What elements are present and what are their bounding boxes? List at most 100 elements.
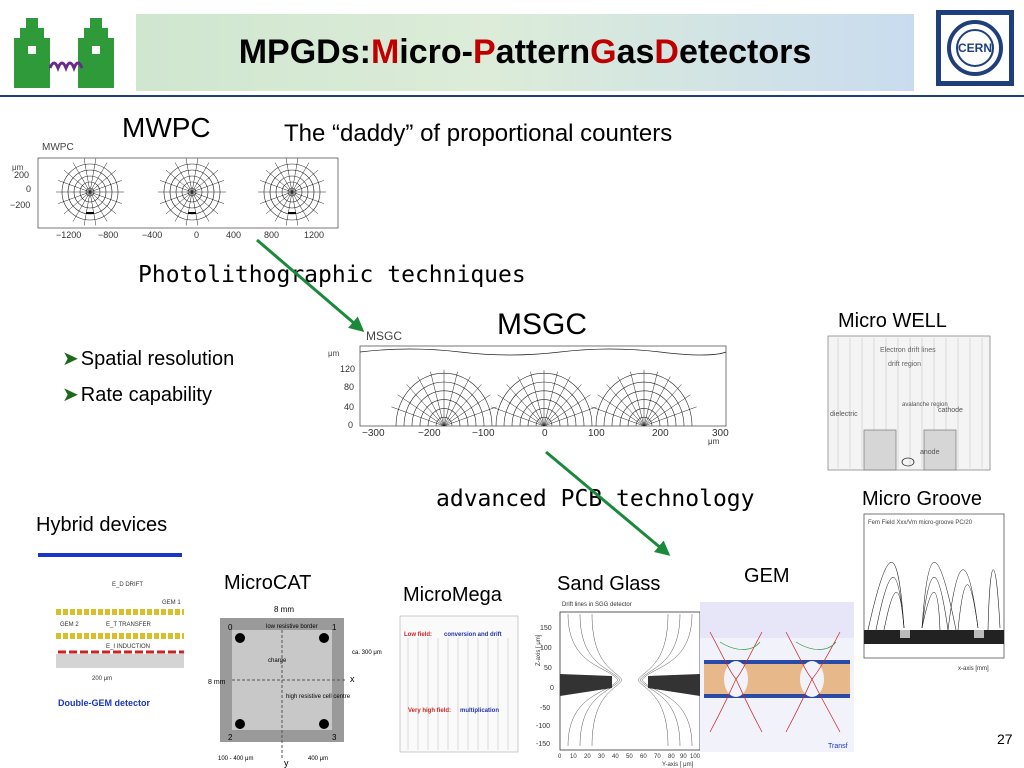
mwpc-field-line xyxy=(83,191,91,226)
hybrid-caption: Double-GEM detector xyxy=(58,698,151,708)
mwpc-xtick: 800 xyxy=(264,230,279,240)
mwpc-field-line xyxy=(57,191,91,204)
msgc-field-line xyxy=(359,348,727,356)
mwpc-field-line xyxy=(89,191,97,226)
mwpc-field-line xyxy=(89,169,117,193)
msgc-field-line xyxy=(543,371,558,427)
mwpc-wire xyxy=(288,212,296,214)
msgc-field-line xyxy=(517,376,545,427)
sandglass-xtick: 80 xyxy=(668,754,675,760)
gem-field-figure: Transf xyxy=(700,602,854,752)
hybrid-double-gem-figure: E_D DRIFT GEM 1 E_T TRANSFER GEM 2 E_I I… xyxy=(38,553,184,708)
mwpc-ytick: 200 xyxy=(14,170,29,180)
sandglass-ytick: 100 xyxy=(540,645,552,652)
mwpc-field-line xyxy=(159,191,193,204)
microcat-text: charge xyxy=(268,658,287,664)
hybrid-text: E_D DRIFT xyxy=(112,582,143,588)
mwpc-xtick: −800 xyxy=(98,230,118,240)
micro-well-text: cathode xyxy=(938,407,963,414)
mwpc-field-line xyxy=(89,191,108,222)
mwpc-field-line xyxy=(185,158,193,193)
header-rule xyxy=(0,95,1024,97)
sandglass-xtick: 0 xyxy=(558,754,562,760)
micro-well-text: anode xyxy=(920,449,940,456)
msgc-ytick: 0 xyxy=(348,420,353,430)
mwpc-field-figure: MWPC μm 200 0 −200 −1200 −800 −400 0 400… xyxy=(10,142,339,240)
mwpc-field-line xyxy=(89,158,97,193)
mwpc-field-line xyxy=(89,180,123,193)
microcat-text: 1 xyxy=(332,623,337,632)
msgc-field-line xyxy=(506,384,545,427)
msgc-field-line xyxy=(543,394,591,427)
msgc-xtick: −200 xyxy=(418,428,441,439)
mwpc-ytick: 0 xyxy=(26,184,31,194)
cern-logo-icon: CERN xyxy=(936,10,1014,86)
mwpc-field-line xyxy=(291,191,299,226)
msgc-field-line xyxy=(597,394,645,427)
sandglass-ytick: -150 xyxy=(536,741,550,748)
msgc-x-unit: μm xyxy=(708,437,720,446)
mwpc-field-line xyxy=(72,191,91,222)
msgc-field-line xyxy=(543,384,582,427)
mwpc-field-line xyxy=(185,191,193,226)
sandglass-yaxis: Z-axis [ μm] xyxy=(536,634,542,666)
micromega-text: conversion and drift xyxy=(444,632,502,638)
micro-well-figure: Electron drift lines drift region avalan… xyxy=(827,335,991,471)
micro-groove-xlabel: x-axis [mm] xyxy=(958,666,989,672)
msgc-plot-title: MSGC xyxy=(366,329,402,343)
mwpc-xtick: −1200 xyxy=(56,230,81,240)
msgc-field-line xyxy=(417,376,445,427)
msgc-field-line xyxy=(643,384,682,427)
mwpc-field-line xyxy=(174,162,193,193)
mwpc-unit-label: μm xyxy=(12,163,24,172)
msgc-ytick: 80 xyxy=(344,382,354,392)
mwpc-field-line xyxy=(191,162,210,193)
sandglass-xtick: 30 xyxy=(598,754,605,760)
sandglass-xtick: 40 xyxy=(612,754,619,760)
msgc-unit-label: μm xyxy=(328,349,340,358)
micromega-text: Very high field: xyxy=(408,708,451,714)
mwpc-xtick: 400 xyxy=(226,230,241,240)
msgc-field-line xyxy=(643,406,697,427)
micro-groove-label: Micro Groove xyxy=(862,488,983,510)
msgc-ytick: 40 xyxy=(344,402,354,412)
microcat-text: 400 μm xyxy=(308,756,328,762)
msgc-field-line xyxy=(543,376,571,427)
microcat-text: 8 mm xyxy=(274,605,294,614)
sand-glass-figure: Drift lines in SGG detector Z-axis [ μm]… xyxy=(536,602,701,768)
sandglass-ytick: 0 xyxy=(550,685,554,692)
msgc-field-line xyxy=(643,394,691,427)
bullet-item: ➤Rate capability xyxy=(62,384,212,406)
mwpc-field-line xyxy=(291,162,310,193)
mwpc-field-line xyxy=(191,191,219,215)
mwpc-field-line xyxy=(89,191,123,204)
mwpc-field-line xyxy=(285,191,293,226)
mwpc-field-line xyxy=(259,180,293,193)
hybrid-text: E_I INDUCTION xyxy=(106,644,150,650)
msgc-field-line xyxy=(617,376,645,427)
mwpc-field-line xyxy=(63,191,91,215)
sandglass-ytick: 50 xyxy=(544,665,552,672)
mwpc-xtick: 1200 xyxy=(304,230,324,240)
microcat-text: 0 xyxy=(228,623,233,632)
page-number: 27 xyxy=(997,731,1013,747)
mwpc-field-line xyxy=(191,158,199,193)
msgc-field-line xyxy=(606,384,645,427)
arrow-bullet-icon: ➤ xyxy=(62,348,79,370)
mwpc-field-line xyxy=(174,191,193,222)
sandglass-title: Drift lines in SGG detector xyxy=(562,602,632,608)
msgc-field-line xyxy=(543,406,597,427)
mwpc-field-line xyxy=(291,191,319,215)
msgc-field-line xyxy=(443,384,482,427)
mwpc-field-line xyxy=(291,180,325,193)
sandglass-ytick: -50 xyxy=(540,705,550,712)
sandglass-xtick: 10 xyxy=(570,754,577,760)
msgc-field-line xyxy=(397,394,445,427)
advanced-pcb-label: advanced PCB technology xyxy=(436,486,755,512)
microcat-text: 3 xyxy=(332,733,337,742)
micro-well-text: dielectric xyxy=(830,411,858,418)
mwpc-field-line xyxy=(265,169,293,193)
sandglass-xaxis: Y-axis [ μm] xyxy=(662,762,694,768)
gem-label: GEM xyxy=(744,565,790,587)
micro-well-text: drift region xyxy=(888,361,921,368)
